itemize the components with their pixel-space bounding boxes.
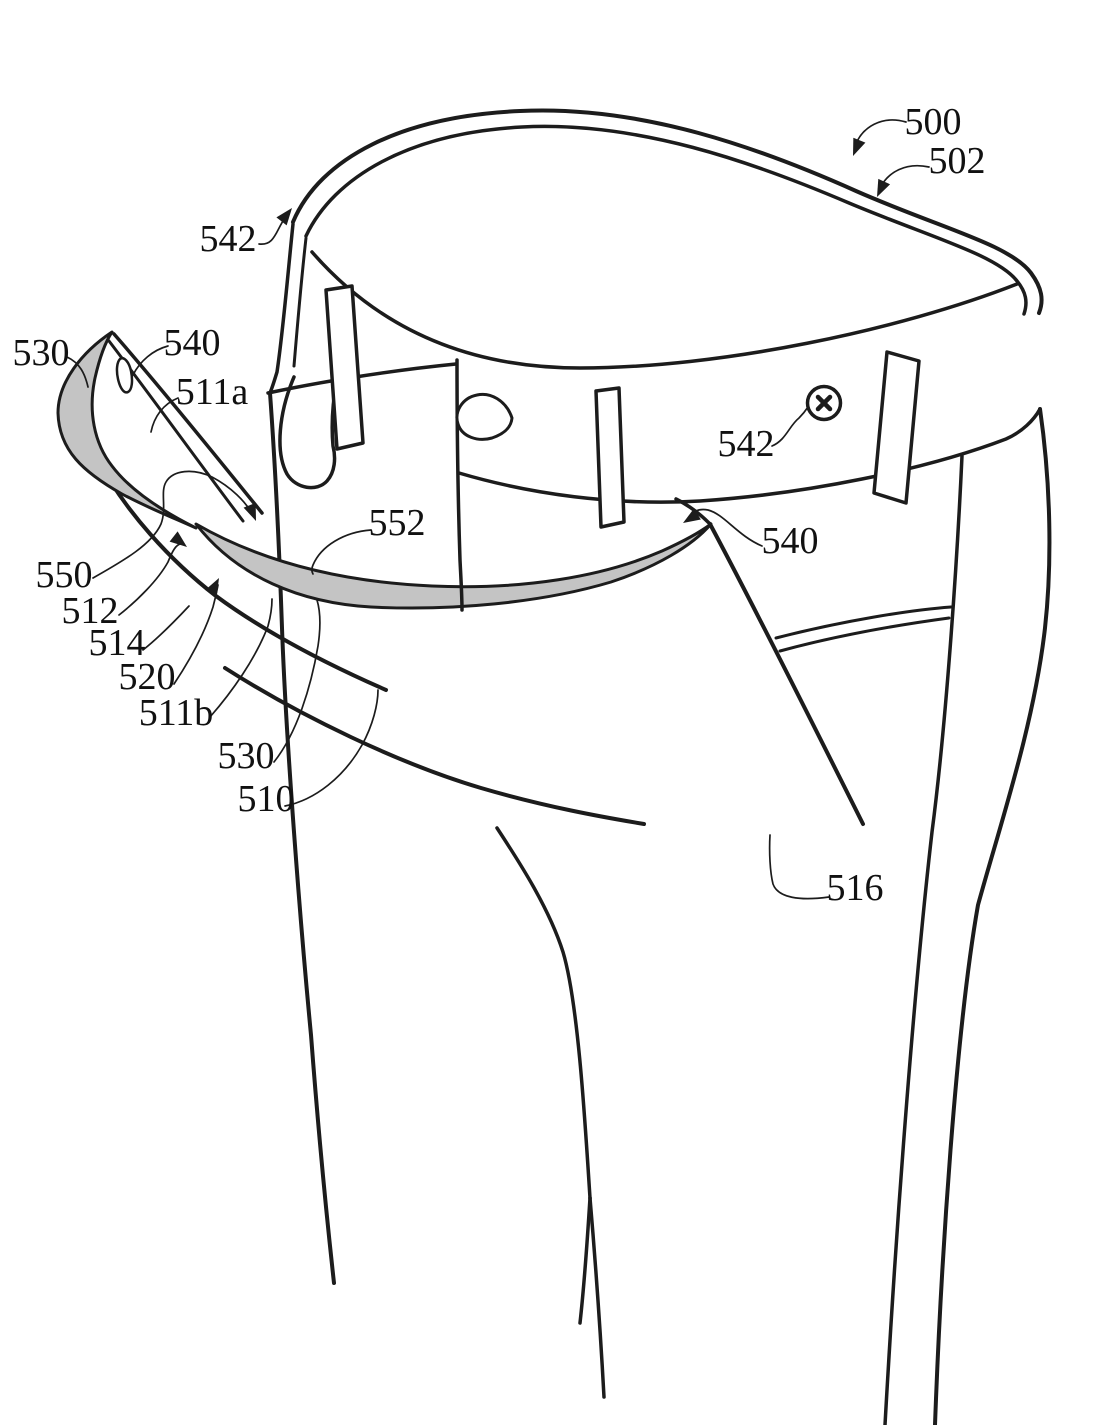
leader-line-516 [768,834,830,900]
waistband-front-top [310,250,1019,370]
flap-fold-line-a [112,332,264,515]
ref-label-542-top-left: 542 [200,218,257,260]
shell-top-edge [223,666,646,826]
waistband-inner-left [292,236,308,368]
arrowhead-502 [877,178,891,197]
arrowhead-550 [243,502,256,521]
right-leg-inner [883,454,964,1425]
arrowhead-540-right [683,508,701,523]
leader-line-540-left [132,345,169,376]
flap-gray-crescent [56,330,198,530]
waistband-gray-swoosh [194,522,713,610]
leader-line-542-button [771,406,809,447]
belt-loop-center [594,386,626,529]
crotch-split-left [578,1196,592,1325]
leader-line-530-lower [273,599,321,763]
crotch-line [495,826,592,1200]
ref-label-510: 510 [238,778,295,820]
ref-label-530-lower: 530 [218,735,275,777]
seam-left-of-fly [266,362,458,395]
ref-label-530-left: 530 [13,332,70,374]
leader-line-552 [311,529,372,575]
ref-label-542-button: 542 [718,423,775,465]
right-leg-outer [933,407,1052,1425]
leader-line-511b [209,598,273,718]
buttonhole-slit [115,357,134,394]
ref-label-511a: 511a [176,371,249,413]
arrowhead-520 [205,578,219,597]
ref-label-552: 552 [369,502,426,544]
ref-label-540-right: 540 [762,520,819,562]
ref-label-550: 550 [36,554,93,596]
ref-label-514: 514 [89,622,146,664]
front-opening-diagonal [708,522,865,826]
arrowhead-512 [169,531,187,547]
waistband-left-edge [268,222,295,395]
belt-loop-left [324,284,365,451]
arrowhead-542-top-left [276,208,292,226]
ref-label-520: 520 [119,656,176,698]
leader-line-542-top-left [258,217,286,245]
waistband-rim-inner [304,124,1028,316]
yoke-seam-lower [778,616,951,653]
button-x-stroke-2 [815,394,833,412]
ref-label-502: 502 [929,140,986,182]
leader-line-514 [142,605,190,651]
crotch-split-right [588,1196,606,1399]
pocket-curve [278,375,339,490]
buttonhole-teardrop [455,392,514,441]
ref-label-540-left: 540 [164,322,221,364]
leader-line-550 [92,470,253,579]
leader-line-520 [173,584,219,685]
leader-line-530-left [66,356,89,388]
yoke-seam-upper [774,605,953,640]
ref-label-512: 512 [62,590,119,632]
leader-line-511a [150,397,179,433]
left-leg-outer [268,391,336,1285]
leader-line-510 [284,689,379,807]
belt-loop-right [872,350,921,505]
ref-label-516: 516 [827,867,884,909]
fly-line [455,358,464,612]
leader-line-512 [118,543,182,616]
ref-label-511b: 511b [139,692,214,734]
arrowhead-500 [853,137,866,156]
waistband-rim-outer [291,108,1044,315]
ref-label-500: 500 [905,101,962,143]
seam-right-of-fly [457,407,1042,504]
